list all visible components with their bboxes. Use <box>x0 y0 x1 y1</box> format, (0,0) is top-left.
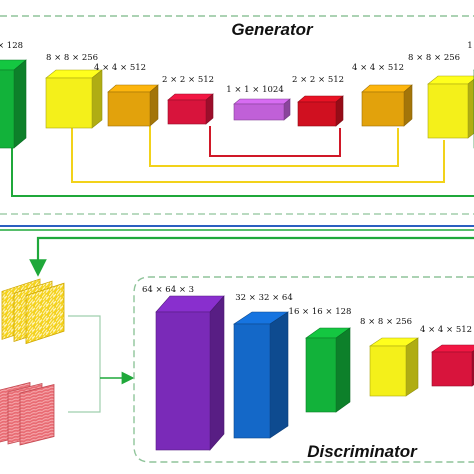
generator-layer-label-0: × 128 <box>0 41 23 51</box>
generated-texture-stack <box>1 278 65 345</box>
skip-red-line <box>209 126 341 157</box>
generator-layer-2 <box>107 84 159 127</box>
discriminator-layer-label-4: 4 × 4 × 512 <box>420 325 472 335</box>
generator-layer-label-1: 8 × 8 × 256 <box>46 53 98 63</box>
discriminator-layer-2 <box>305 327 351 413</box>
generator-layer-6 <box>361 84 413 127</box>
discriminator-layer-1 <box>233 311 289 439</box>
skip-connections <box>11 126 474 197</box>
generator-title: Generator <box>231 20 314 39</box>
skip-yellow-line <box>71 128 445 183</box>
generator-layer-5 <box>297 95 344 127</box>
generator-layer-1 <box>45 69 103 129</box>
real-texture-stack <box>0 382 55 446</box>
discriminator-title: Discriminator <box>307 442 418 461</box>
generator-layer-label-5: 2 × 2 × 512 <box>292 75 344 85</box>
feedback-arrow <box>29 236 474 277</box>
skip-green-line <box>11 146 474 197</box>
discriminator-blocks: 64 × 64 × 3 32 × 32 × 64 16 × 16 × 128 8 × … <box>142 285 474 451</box>
discriminator-layer-label-2: 16 × 16 × 128 <box>289 307 352 317</box>
discriminator-layer-0 <box>155 295 225 451</box>
skip-orange-line <box>149 126 399 167</box>
discriminator-panel-border <box>133 276 474 463</box>
generator-layer-label-2: 4 × 4 × 512 <box>94 63 146 73</box>
generator-layer-label-7: 8 × 8 × 256 <box>408 53 460 63</box>
generator-layer-label-6: 4 × 4 × 512 <box>352 63 404 73</box>
input-connector <box>68 315 135 413</box>
discriminator-layer-4 <box>431 344 474 387</box>
discriminator-layer-label-0: 64 × 64 × 3 <box>142 285 194 295</box>
discriminator-layer-label-1: 32 × 32 × 64 <box>235 293 293 303</box>
generator-layer-4 <box>233 98 291 121</box>
generator-layer-0 <box>0 59 27 149</box>
generator-layer-3 <box>167 93 214 125</box>
generator-layer-label-3: 2 × 2 × 512 <box>162 75 214 85</box>
generator-layer-7 <box>427 75 474 139</box>
discriminator-layer-3 <box>369 337 419 397</box>
discriminator-layer-label-3: 8 × 8 × 256 <box>360 317 412 327</box>
generator-layer-label-8: 1 <box>467 41 472 51</box>
generator-layer-label-4: 1 × 1 × 1024 <box>226 85 284 95</box>
